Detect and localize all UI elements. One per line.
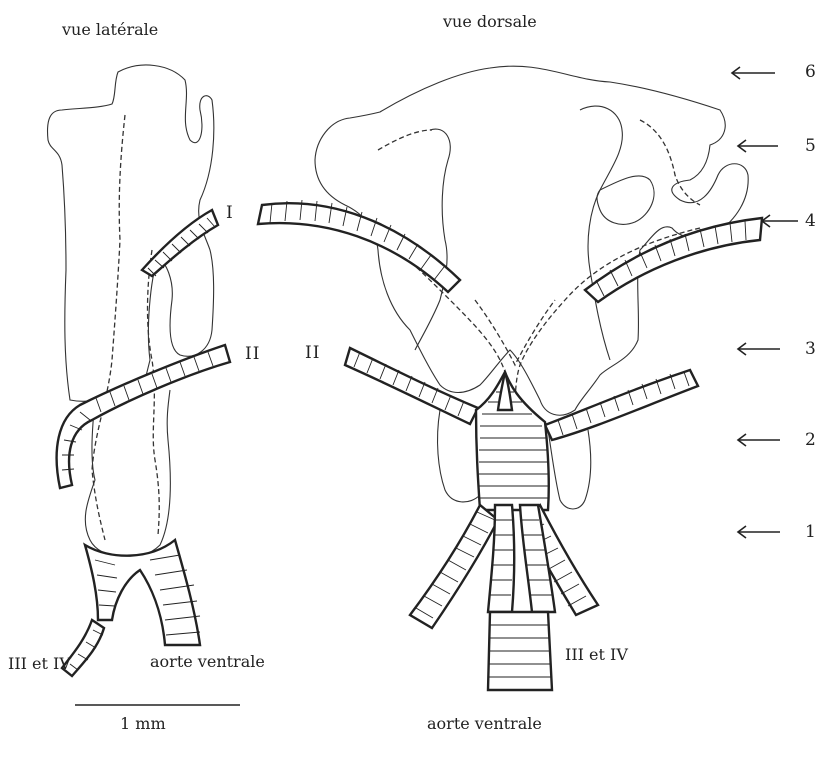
lateral-arch-II xyxy=(57,345,230,488)
scale-label: 1 mm xyxy=(120,714,166,733)
dorsal-arch-I-left xyxy=(258,203,460,292)
right-III-IV-label: III et IV xyxy=(565,645,628,664)
dorsal-lower-right-lobe xyxy=(548,430,591,509)
dorsal-branch-far-left xyxy=(410,505,498,628)
dorsal-central-trunk xyxy=(476,372,549,510)
dorsal-inner-right-lobe xyxy=(580,106,622,360)
level-1: 1 xyxy=(805,522,816,542)
dorsal-view-drawing xyxy=(258,66,762,690)
dorsal-arch-II-right xyxy=(545,370,698,440)
level-5: 5 xyxy=(805,136,816,156)
level-2: 2 xyxy=(805,430,816,450)
bottom-aorta-label: aorte ventrale xyxy=(427,714,542,733)
dorsal-arch-I-right xyxy=(585,218,762,302)
level-3: 3 xyxy=(805,339,816,359)
lateral-arch-I xyxy=(142,210,218,276)
lateral-view-title: vue latérale xyxy=(62,20,158,39)
dorsal-spike xyxy=(498,372,512,410)
arch-II-label-left: II xyxy=(245,344,260,364)
dorsal-arch-II-left xyxy=(345,348,478,424)
left-III-IV-label: III et IV xyxy=(8,654,71,673)
lateral-inner-dashed xyxy=(92,115,125,540)
dorsal-view-title: vue dorsale xyxy=(443,12,537,31)
dorsal-inner-left-lobe xyxy=(415,129,450,350)
arch-I-label: I xyxy=(226,203,234,223)
dorsal-right-ear xyxy=(597,176,654,224)
level-arrows xyxy=(732,67,798,538)
dorsal-dashed-top-left xyxy=(378,130,432,150)
dorsal-dashed-top-right xyxy=(640,120,700,205)
level-6: 6 xyxy=(805,62,816,82)
level-4: 4 xyxy=(805,211,816,231)
arch-II-label-right: II xyxy=(305,343,320,363)
lateral-view-drawing xyxy=(48,65,230,676)
left-aorta-label: aorte ventrale xyxy=(150,652,265,671)
